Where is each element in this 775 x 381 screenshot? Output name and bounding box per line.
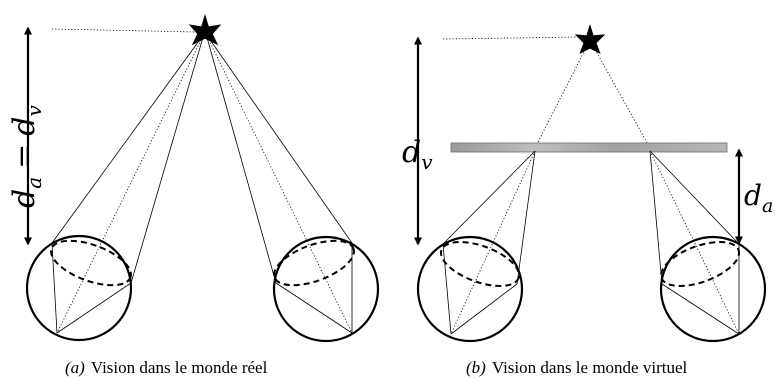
label-da: da [744, 179, 773, 217]
virtual-rays [534, 43, 651, 149]
rays-left-eye [442, 150, 536, 335]
eye-left [25, 234, 133, 342]
star-icon [574, 24, 606, 54]
rays-left-eye [51, 33, 205, 334]
guide-line-top [442, 36, 581, 40]
caption-b: (b)Vision dans le monde virtuel [466, 358, 687, 377]
screen-plane [450, 142, 728, 153]
eye-left [416, 235, 524, 343]
eye-right [272, 235, 380, 343]
rays-right-eye [205, 33, 353, 334]
label-da-eq-dv: da=dv [7, 104, 46, 208]
star-icon [188, 14, 222, 46]
label-dv: dv [402, 135, 433, 174]
caption-a: (a)Vision dans le monde réel [65, 358, 268, 377]
panel-b: dv da (b)Vision dans le monde virtuel [402, 24, 773, 377]
eye-right [659, 235, 767, 343]
guide-line-top [51, 28, 197, 33]
rays-right-eye [649, 150, 740, 335]
panel-a: da=dv (a)Vision dans le monde réel [7, 14, 380, 377]
